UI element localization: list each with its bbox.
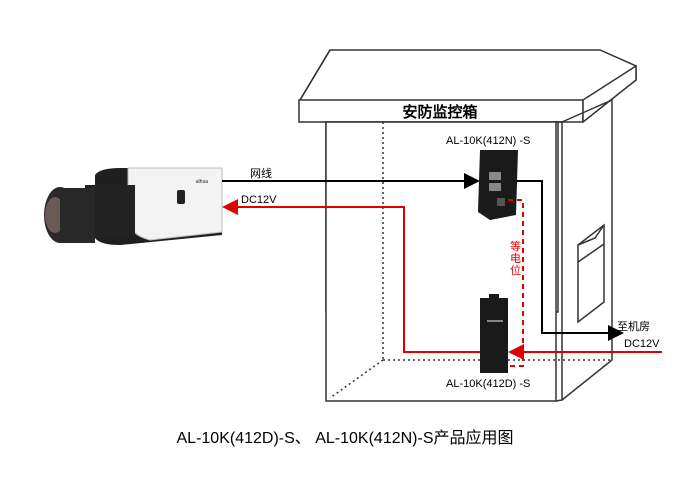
equipotential-char-1: 等 <box>510 239 521 253</box>
device-412n <box>478 150 518 220</box>
camera-brand: alhua <box>196 179 208 185</box>
camera-illustration: alhua <box>44 167 223 245</box>
dc12v-left-label: DC12V <box>241 194 277 206</box>
diagram-caption: AL-10K(412D)-S、 AL-10K(412N)-S产品应用图 <box>177 428 514 447</box>
device-412d <box>480 294 508 373</box>
security-cabinet <box>298 49 637 402</box>
to-server-room-line <box>517 180 624 341</box>
network-cable-label: 网线 <box>250 166 272 180</box>
equipotential-char-3: 位 <box>510 263 521 277</box>
device-412n-label: AL-10K(412N) -S <box>446 135 530 147</box>
device-412d-label: AL-10K(412D) -S <box>446 378 530 390</box>
cabinet-title: 安防监控箱 <box>402 103 477 121</box>
equipotential-char-2: 电 <box>510 252 521 265</box>
to-server-room-label: 至机房 <box>617 319 650 333</box>
dc12v-camera-line <box>222 199 480 353</box>
dc12v-right-label: DC12V <box>624 338 660 350</box>
